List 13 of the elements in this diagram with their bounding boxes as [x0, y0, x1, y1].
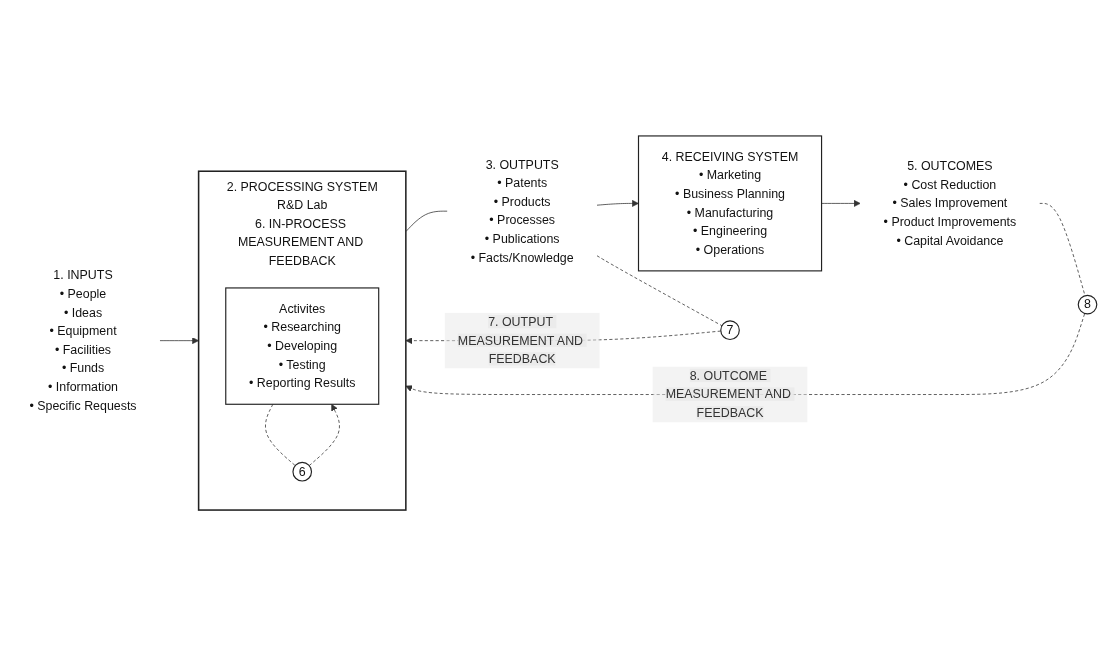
node-circle: 8 [1077, 294, 1098, 315]
edge-label: 8. OUTCOME MEASUREMENT AND FEEDBACK [665, 368, 791, 420]
node-circle: 6 [292, 461, 313, 482]
node-text: 3. OUTPUTS • Patents • Products • Processes • Publications • Facts/Knowledge [470, 157, 574, 264]
node-circle: 7 [720, 320, 740, 341]
connector [1039, 203, 1086, 297]
connector [405, 210, 448, 232]
connector [265, 403, 296, 466]
edge-label: 7. OUTPUT MEASUREMENT AND FEEDBACK [457, 315, 584, 366]
node-box: Activites • Researching • Developing • Testing • Reporting Results [225, 287, 380, 405]
node-text: 5. OUTCOMES • Cost Reduction • Sales Improvement • Product Improvements • Capital Avoidance [883, 159, 1017, 247]
node-text: 1. INPUTS • People • Ideas • Equipment • Facilities • Funds • Information • Specific Requests [29, 268, 137, 412]
node-box: 4. RECEIVING SYSTEM • Marketing • Business Planning • Manufacturing • Engineering • Operations [637, 135, 823, 272]
